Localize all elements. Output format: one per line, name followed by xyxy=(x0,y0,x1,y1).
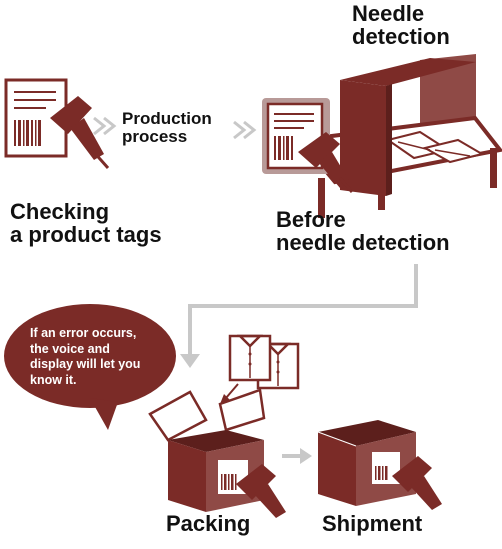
step-label-needle-detection: Needle detection xyxy=(352,2,450,48)
shirts-icon xyxy=(228,334,300,390)
flow-chevrons xyxy=(93,116,117,136)
step-label-line: Packing xyxy=(166,511,251,536)
open-box-icon xyxy=(148,388,266,512)
flow-arrow xyxy=(282,448,312,464)
speech-bubble-text: If an error occurs, the voice and displa… xyxy=(30,326,176,389)
step-label-line: Production xyxy=(122,109,212,128)
speech-bubble-line: know it. xyxy=(30,372,77,387)
step-label-line: needle detection xyxy=(276,230,450,256)
step-label-line: process xyxy=(122,126,188,146)
speech-bubble-line: If an error occurs, xyxy=(30,326,137,340)
flow-arrow xyxy=(180,264,418,368)
step-label-line: Shipment xyxy=(322,511,423,536)
barcode-scanner-icon xyxy=(50,96,110,169)
closed-box-icon xyxy=(317,420,416,506)
barcode-scanner-icon xyxy=(298,132,354,193)
speech-bubble-line: display will let you xyxy=(30,357,141,372)
step-label-line: detection xyxy=(352,24,450,50)
step-label-production: Production process xyxy=(122,110,212,146)
speech-bubble-line: the voice and xyxy=(30,341,110,356)
step-label-before-detection: Before needle detection xyxy=(276,208,450,254)
step-label-line: Needle xyxy=(352,1,425,26)
step-label-line: Before xyxy=(276,207,346,232)
step-label-line: Checking xyxy=(10,199,110,224)
step-label-check-tags: Checking a product tags xyxy=(10,200,162,246)
needle-detector-machine-icon xyxy=(296,54,502,218)
step-label-shipment: Shipment xyxy=(322,512,422,535)
speech-bubble xyxy=(4,304,176,430)
barcode-scanner-icon xyxy=(236,464,286,518)
flow-chevrons xyxy=(233,120,257,140)
step-label-packing: Packing xyxy=(166,512,250,535)
step-label-line: a product tags xyxy=(10,222,162,248)
barcode-scanner-icon xyxy=(392,456,442,510)
flow-arrow xyxy=(220,383,239,404)
